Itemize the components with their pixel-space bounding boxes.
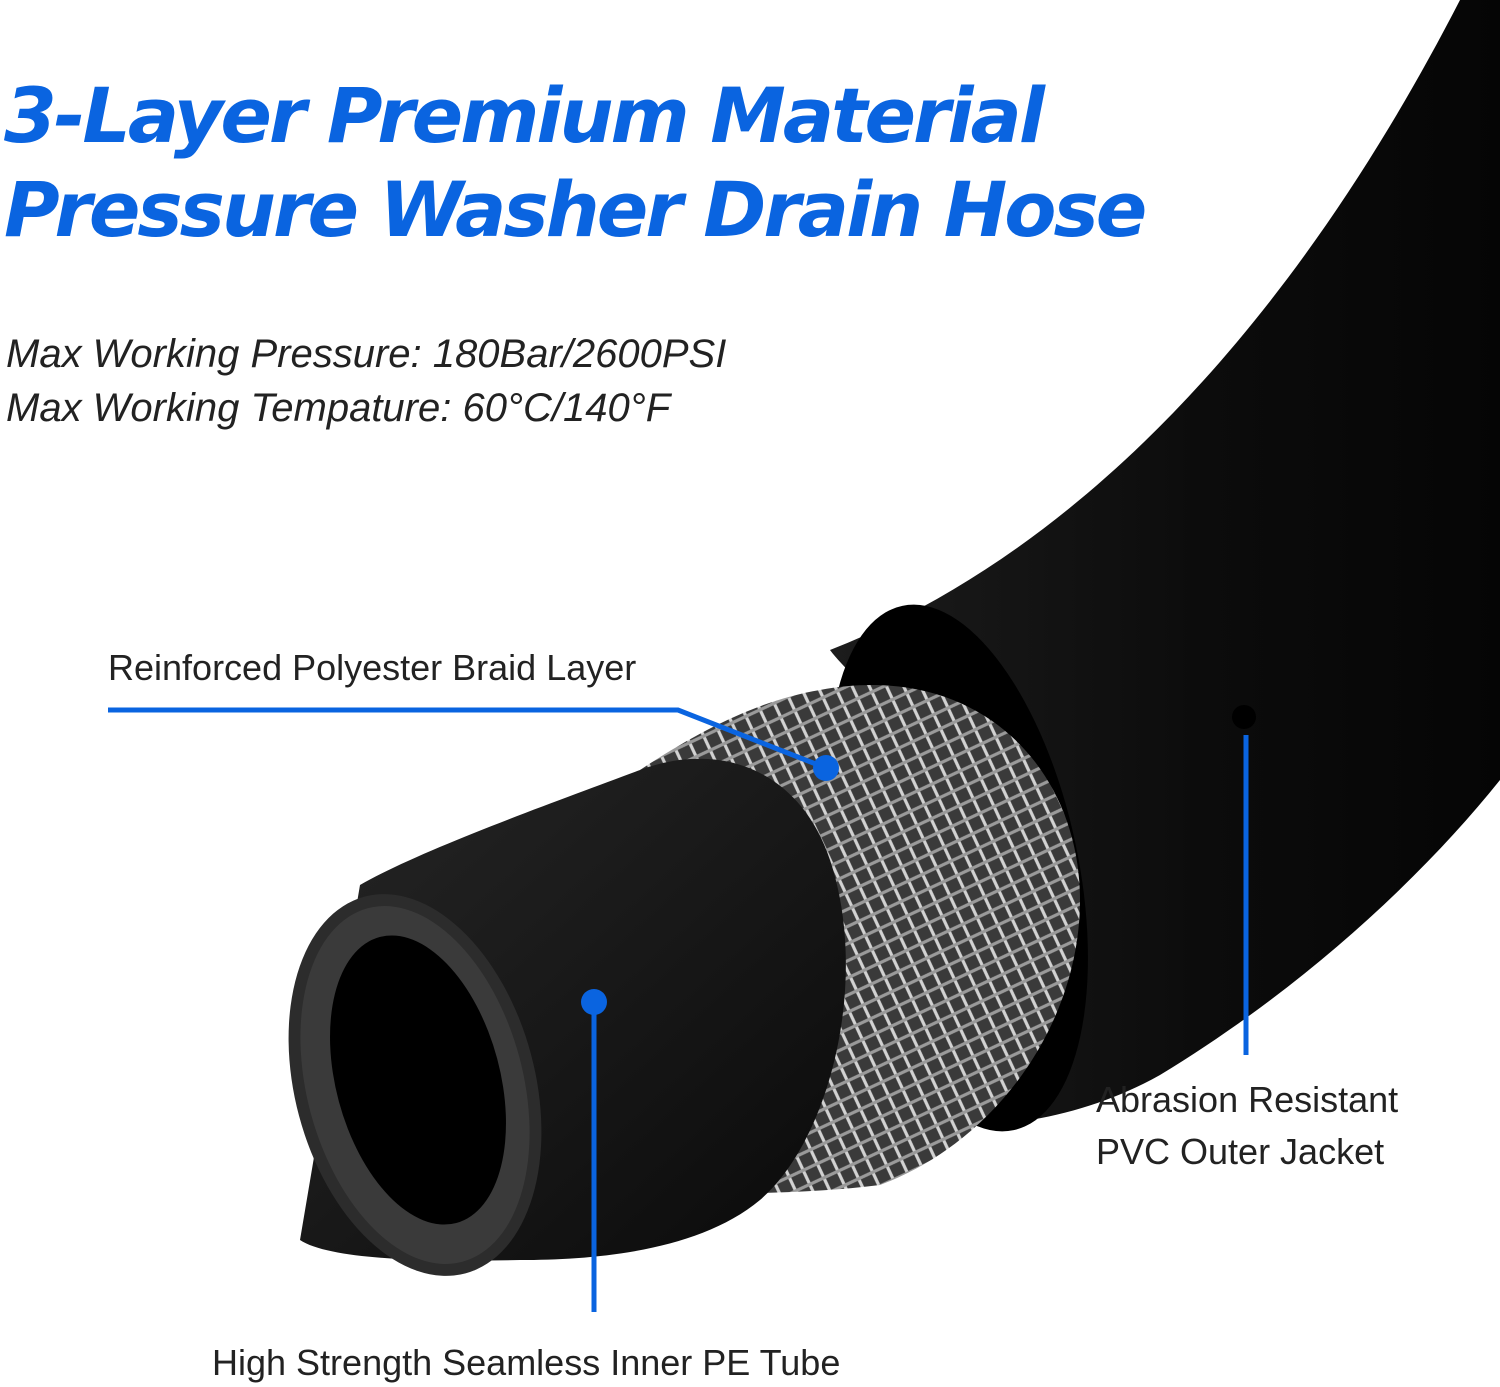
outer-jacket-label-line-1: Abrasion Resistant bbox=[1096, 1079, 1399, 1120]
spec-temperature: Max Working Tempature: 60°C/140°F bbox=[6, 386, 671, 430]
spec-pressure: Max Working Pressure: 180Bar/2600PSI bbox=[6, 332, 727, 376]
headline-line-2: Pressure Washer Drain Hose bbox=[4, 165, 1147, 254]
braid-callout-dot bbox=[813, 755, 839, 781]
jacket-callout-dot bbox=[1232, 705, 1256, 729]
inner-tube-label: High Strength Seamless Inner PE Tube bbox=[212, 1342, 841, 1383]
headline-line-1: 3-Layer Premium Material bbox=[4, 71, 1045, 160]
braid-layer-label: Reinforced Polyester Braid Layer bbox=[108, 647, 637, 688]
inner-tube-hollow bbox=[330, 935, 506, 1225]
braid-leader-line bbox=[108, 707, 827, 771]
outer-jacket-label-line-2: PVC Outer Jacket bbox=[1096, 1131, 1385, 1172]
tube-callout-dot bbox=[581, 989, 607, 1015]
